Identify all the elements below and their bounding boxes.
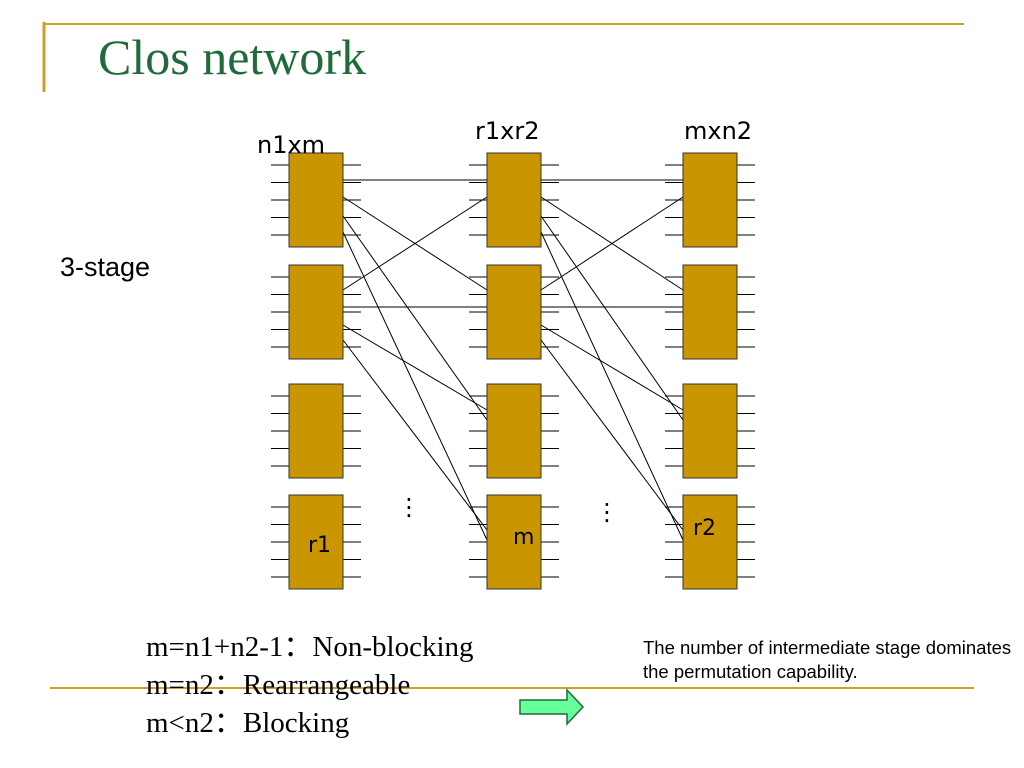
switch-block-stage3-row4 — [682, 494, 738, 590]
switch-block-stage1-row1 — [288, 152, 344, 248]
block-label-r2: r2 — [693, 516, 716, 541]
interconnect-link — [342, 324, 488, 411]
interconnect-link — [540, 231, 684, 541]
rule-non-blocking: m=n1+n2-1：Non-blocking — [146, 631, 474, 663]
capability-note: The number of intermediate stage dominat… — [643, 637, 1012, 682]
switch-block-stage1-row2 — [288, 264, 344, 360]
rule-rearrangeable: m=n2：Rearrangeable — [146, 669, 411, 701]
right-arrow-icon — [519, 688, 585, 726]
ellipsis-right: ⋮ — [595, 498, 619, 526]
switch-block-stage2-row3 — [486, 383, 542, 479]
rule-blocking: m<n2：Blocking — [146, 707, 350, 739]
switch-block-stage3-row3 — [682, 383, 738, 479]
interconnect-link — [342, 215, 488, 421]
stage-2-label: r1xr2 — [475, 117, 539, 145]
switch-block-stage2-row4 — [486, 494, 542, 590]
interconnect-links — [342, 179, 684, 541]
interconnect-link — [540, 196, 684, 291]
switch-block-stage1-row4 — [288, 494, 344, 590]
switch-block-stage3-row1 — [682, 152, 738, 248]
block-label-r1: r1 — [308, 533, 331, 558]
switch-block-stage2-row2 — [486, 264, 542, 360]
stage-3-label: mxn2 — [684, 117, 752, 145]
switch-block-stage3-row2 — [682, 264, 738, 360]
interconnect-link — [540, 324, 684, 411]
interconnect-link — [540, 339, 684, 531]
blocking-conditions: m=n1+n2-1：Non-blocking m=n2：Rearrangeabl… — [146, 628, 474, 742]
interconnect-link — [342, 339, 488, 531]
ellipsis-left: ⋮ — [397, 493, 421, 521]
switch-blocks — [288, 152, 738, 590]
stage-1-label: n1xm — [257, 131, 325, 159]
switch-block-stage2-row1 — [486, 152, 542, 248]
interconnect-link — [342, 196, 488, 291]
stage-count-label: 3-stage — [60, 252, 151, 282]
block-label-m: m — [513, 525, 534, 550]
switch-block-stage1-row3 — [288, 383, 344, 479]
slide-title: Clos network — [98, 29, 367, 85]
interconnect-link — [540, 215, 684, 421]
interconnect-link — [342, 231, 488, 541]
